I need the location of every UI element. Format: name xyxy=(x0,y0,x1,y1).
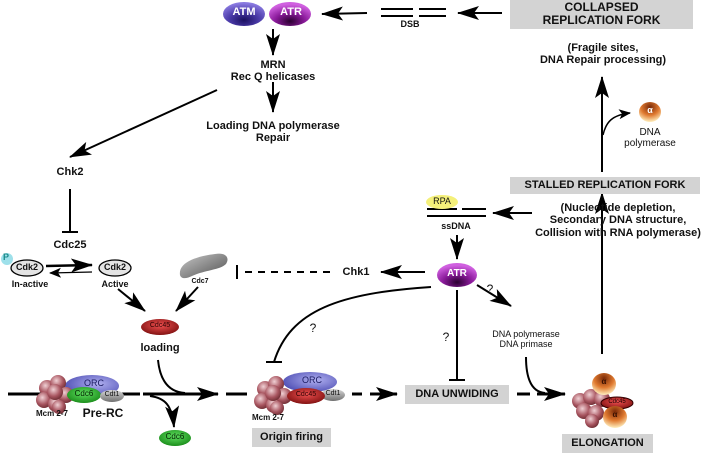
dna-polymerase-alpha-line2: polymerase xyxy=(624,138,676,150)
alpha-symbol-elong-2: α xyxy=(612,410,618,419)
arrow-cdk2-to-cdc45 xyxy=(117,288,146,312)
arrow-cdk2-inactivate xyxy=(49,267,93,278)
stall-causes-line3: Collision with RNA polymerase) xyxy=(535,226,701,239)
ssdna-lines xyxy=(427,208,486,217)
cdc45-label-firing: Cdc45 xyxy=(295,391,317,398)
mrn-line1: MRN xyxy=(260,59,286,71)
origin-firing-complex xyxy=(254,372,345,415)
dna-pol-primase-label: DNA polymerase DNA primase xyxy=(480,329,572,349)
ssdna-label: ssDNA xyxy=(441,221,471,231)
atm-protein-icon xyxy=(223,2,265,26)
loading-polymerase-line2: Repair xyxy=(255,132,291,145)
phospho-icon xyxy=(1,253,13,265)
collapsed-fork-box: COLLAPSED REPLICATION FORK xyxy=(510,0,693,29)
cdc6-label-released: Cdc6 xyxy=(165,432,185,441)
dna-pol-primase-line2: DNA primase xyxy=(499,339,553,350)
question-mark-1: ? xyxy=(486,282,494,296)
arrow-loading-into-firing xyxy=(157,359,186,394)
dsb-label: DSB xyxy=(400,19,420,29)
arrow-cdc6-release xyxy=(149,395,180,428)
dna-polymerase-alpha-line1: DNA xyxy=(639,127,661,138)
question-mark-2: ? xyxy=(309,321,317,335)
active-state-label: Active xyxy=(101,279,129,289)
dna-pol-primase-line1: DNA polymerase xyxy=(492,329,560,339)
cdc7-protein-icon xyxy=(179,253,228,279)
dna-unwinding-box: DNA UNWIDING xyxy=(405,385,509,404)
atm-label: ATM xyxy=(232,6,256,18)
collapsed-fork-line1: COLLAPSED xyxy=(564,0,639,14)
dna-polymerase-alpha-label: DNA polymerase xyxy=(620,127,680,149)
cdc6-label-prerc: Cdc6 xyxy=(74,389,94,398)
elongation-box: ELONGATION xyxy=(562,434,653,453)
loading-label: loading xyxy=(140,342,180,354)
arrow-polprimase-to-elongation xyxy=(525,356,546,394)
stall-causes-label: (Nucleotide depletion, Secondary DNA str… xyxy=(532,202,704,239)
question-mark-3: ? xyxy=(442,330,450,344)
chk2-label: Chk2 xyxy=(56,166,84,178)
arrow-cdk2-activate xyxy=(45,258,93,273)
arrow-cdc7-to-cdc45 xyxy=(175,286,199,312)
atr-protein-icon-mid xyxy=(437,263,477,287)
atr-label-top: ATR xyxy=(280,6,302,18)
cdc6-released-icon xyxy=(159,430,191,446)
cdc45-protein-icon xyxy=(141,319,179,335)
dsb-dna-lines xyxy=(381,8,446,17)
mcm-label-firing: Mcm 2-7 xyxy=(251,413,284,422)
arrow-mrn-to-chk2 xyxy=(69,89,218,158)
cdc7-label: Cdc7 xyxy=(191,278,209,285)
mcm-label-prerc: Mcm 2-7 xyxy=(35,409,68,418)
inactive-state-label: In-active xyxy=(11,279,49,289)
fragile-sites-label: (Fragile sites, DNA Repair processing) xyxy=(518,42,688,67)
cdc45-label-elong: Cdc45 xyxy=(608,399,626,405)
alpha-polymerase-icon xyxy=(639,102,661,122)
cdk2-active-icon xyxy=(98,259,132,277)
chk1-label: Chk1 xyxy=(342,266,370,278)
mrn-label: MRN Rec Q helicases xyxy=(213,59,333,84)
orc-label-prerc: ORC xyxy=(84,378,104,388)
cdt1-label-firing: Cdt1 xyxy=(325,390,341,397)
stalled-fork-box: STALLED REPLICATION FORK xyxy=(510,177,700,194)
arrow-atr-to-polprimase xyxy=(476,284,512,307)
collapsed-fork-line2: REPLICATION FORK xyxy=(542,13,661,27)
phospho-label: P xyxy=(2,252,9,262)
cdk2-active-label: Cdk2 xyxy=(103,262,126,272)
origin-firing-box: Origin firing xyxy=(252,428,331,447)
mrn-line2: Rec Q helicases xyxy=(230,71,316,84)
rpa-protein-icon xyxy=(426,195,458,209)
pre-rc-label: Pre-RC xyxy=(82,406,124,420)
arrow-to-alpha-polymerase xyxy=(602,109,631,136)
cdc45-label: Cdc45 xyxy=(149,322,171,329)
inhibit-atr-origin-firing xyxy=(273,286,432,363)
rpa-label: RPA xyxy=(433,196,451,206)
elongation-complex xyxy=(572,373,634,428)
cdc25-label: Cdc25 xyxy=(53,239,87,251)
arrow-dsb-to-atr xyxy=(321,6,368,21)
atr-label-mid: ATR xyxy=(447,268,467,279)
cdt1-label-prerc: Cdt1 xyxy=(104,391,120,398)
fragile-sites-line1: (Fragile sites, xyxy=(567,42,639,54)
alpha-symbol-top: α xyxy=(647,105,653,115)
alpha-symbol-elong-1: α xyxy=(601,377,607,386)
connectors xyxy=(8,5,631,428)
cdk2-inactive-icon xyxy=(10,259,44,277)
stall-causes-line2: Secondary DNA structure, xyxy=(549,214,687,227)
fragile-sites-line2: DNA Repair processing) xyxy=(539,54,667,67)
orc-label-firing: ORC xyxy=(302,375,322,385)
stall-causes-line1: (Nucleotide depletion, xyxy=(560,202,676,214)
cdk2-inactive-label: Cdk2 xyxy=(15,262,38,272)
pre-rc-complex xyxy=(36,375,124,414)
atr-protein-icon-top xyxy=(269,2,311,26)
loading-polymerase-label: Loading DNA polymerase Repair xyxy=(193,120,353,145)
loading-polymerase-line1: Loading DNA polymerase xyxy=(206,120,340,132)
